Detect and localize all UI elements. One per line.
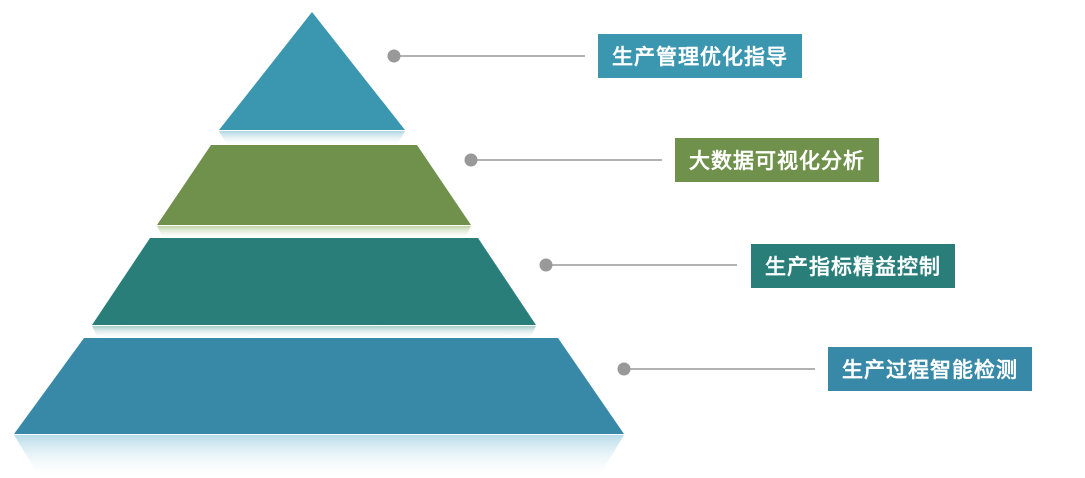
connector-4 (617, 362, 815, 376)
pyramid-level-2-reflection (157, 226, 471, 238)
connector-3 (539, 258, 737, 272)
pyramid-level-3 (92, 238, 536, 325)
level-4-label: 生产过程智能检测 (828, 347, 1032, 391)
pyramid-level-1 (219, 12, 405, 130)
pyramid-level-2 (157, 145, 471, 225)
pyramid-level-4-reflection (14, 435, 624, 478)
pyramid-level-3-reflection (92, 326, 536, 338)
connector-2 (464, 153, 662, 167)
pyramid-level-1-reflection (219, 131, 405, 145)
level-2-label: 大数据可视化分析 (675, 138, 879, 182)
level-1-label: 生产管理优化指导 (598, 34, 802, 78)
connector-1 (387, 49, 585, 63)
level-3-label: 生产指标精益控制 (751, 244, 955, 288)
pyramid-level-4 (14, 338, 624, 434)
